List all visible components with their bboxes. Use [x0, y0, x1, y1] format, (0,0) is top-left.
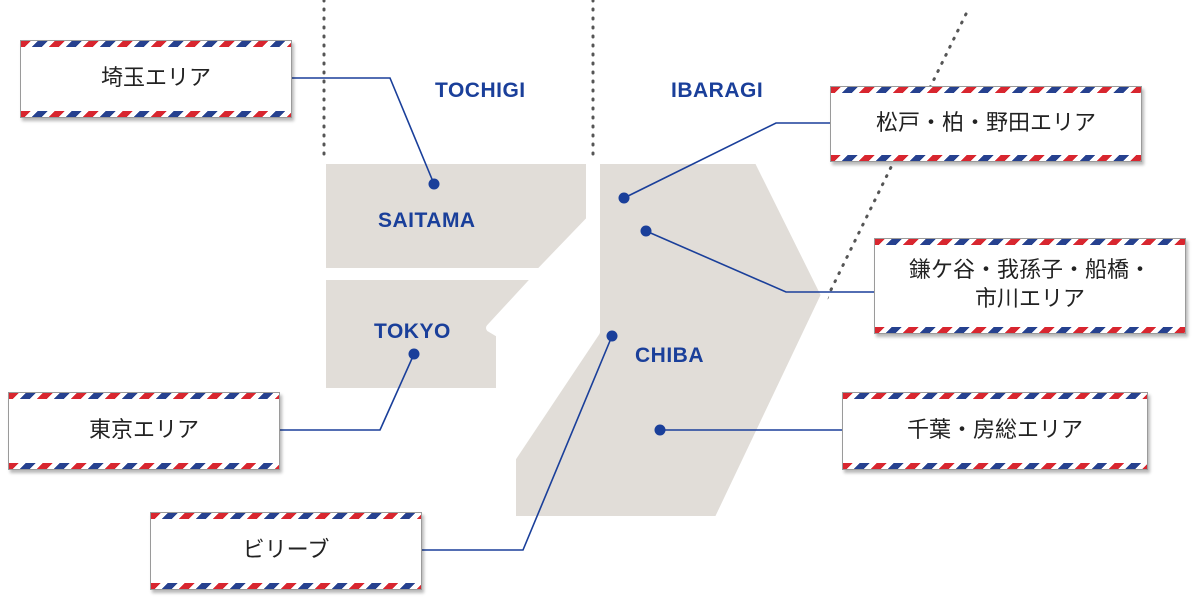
- chiba-area-label: 千葉・房総エリア: [906, 417, 1083, 443]
- billive-dot: [606, 330, 618, 342]
- billive-card[interactable]: ビリーブ: [150, 512, 422, 590]
- tokyo-area-card[interactable]: 東京エリア: [8, 392, 280, 470]
- billive-leader-line: [420, 335, 613, 551]
- matsudo-area-label: 松戸・柏・野田エリア: [875, 110, 1096, 136]
- saitama-leader-line: [292, 77, 435, 185]
- matsudo-dot: [618, 192, 630, 204]
- billive-label: ビリーブ: [242, 537, 330, 563]
- tokyo-dot: [408, 348, 420, 360]
- tokyo-label: TOKYO: [374, 320, 451, 343]
- kamagaya-area-label-line2: 市川エリア: [974, 287, 1085, 312]
- ibaragi-label: IBARAGI: [671, 79, 764, 102]
- matsudo-area-card[interactable]: 松戸・柏・野田エリア: [830, 86, 1142, 162]
- saitama-dot: [428, 178, 440, 190]
- tokyo-area-label: 東京エリア: [88, 417, 199, 443]
- tokyo-region: [318, 272, 542, 396]
- kamagaya-leader-line: [645, 230, 876, 293]
- chiba-dot: [654, 424, 666, 436]
- saitama-area-card[interactable]: 埼玉エリア: [20, 40, 292, 118]
- chiba-label: CHIBA: [635, 344, 704, 367]
- matsudo-leader-line: [623, 122, 830, 199]
- saitama-region: [318, 156, 594, 276]
- saitama-area-label: 埼玉エリア: [100, 65, 211, 91]
- tokyo-leader-line: [280, 353, 415, 431]
- kamagaya-area-label-line1: 鎌ケ谷・我孫子・船橋・: [908, 258, 1151, 284]
- saitama-label: SAITAMA: [378, 209, 476, 232]
- coast-border-line: [824, 12, 968, 302]
- kamagaya-dot: [640, 225, 652, 237]
- tochigi-label: TOCHIGI: [435, 79, 526, 102]
- chiba-area-card[interactable]: 千葉・房総エリア: [842, 392, 1148, 470]
- kamagaya-area-card[interactable]: 鎌ケ谷・我孫子・船橋・ 市川エリア: [874, 238, 1186, 334]
